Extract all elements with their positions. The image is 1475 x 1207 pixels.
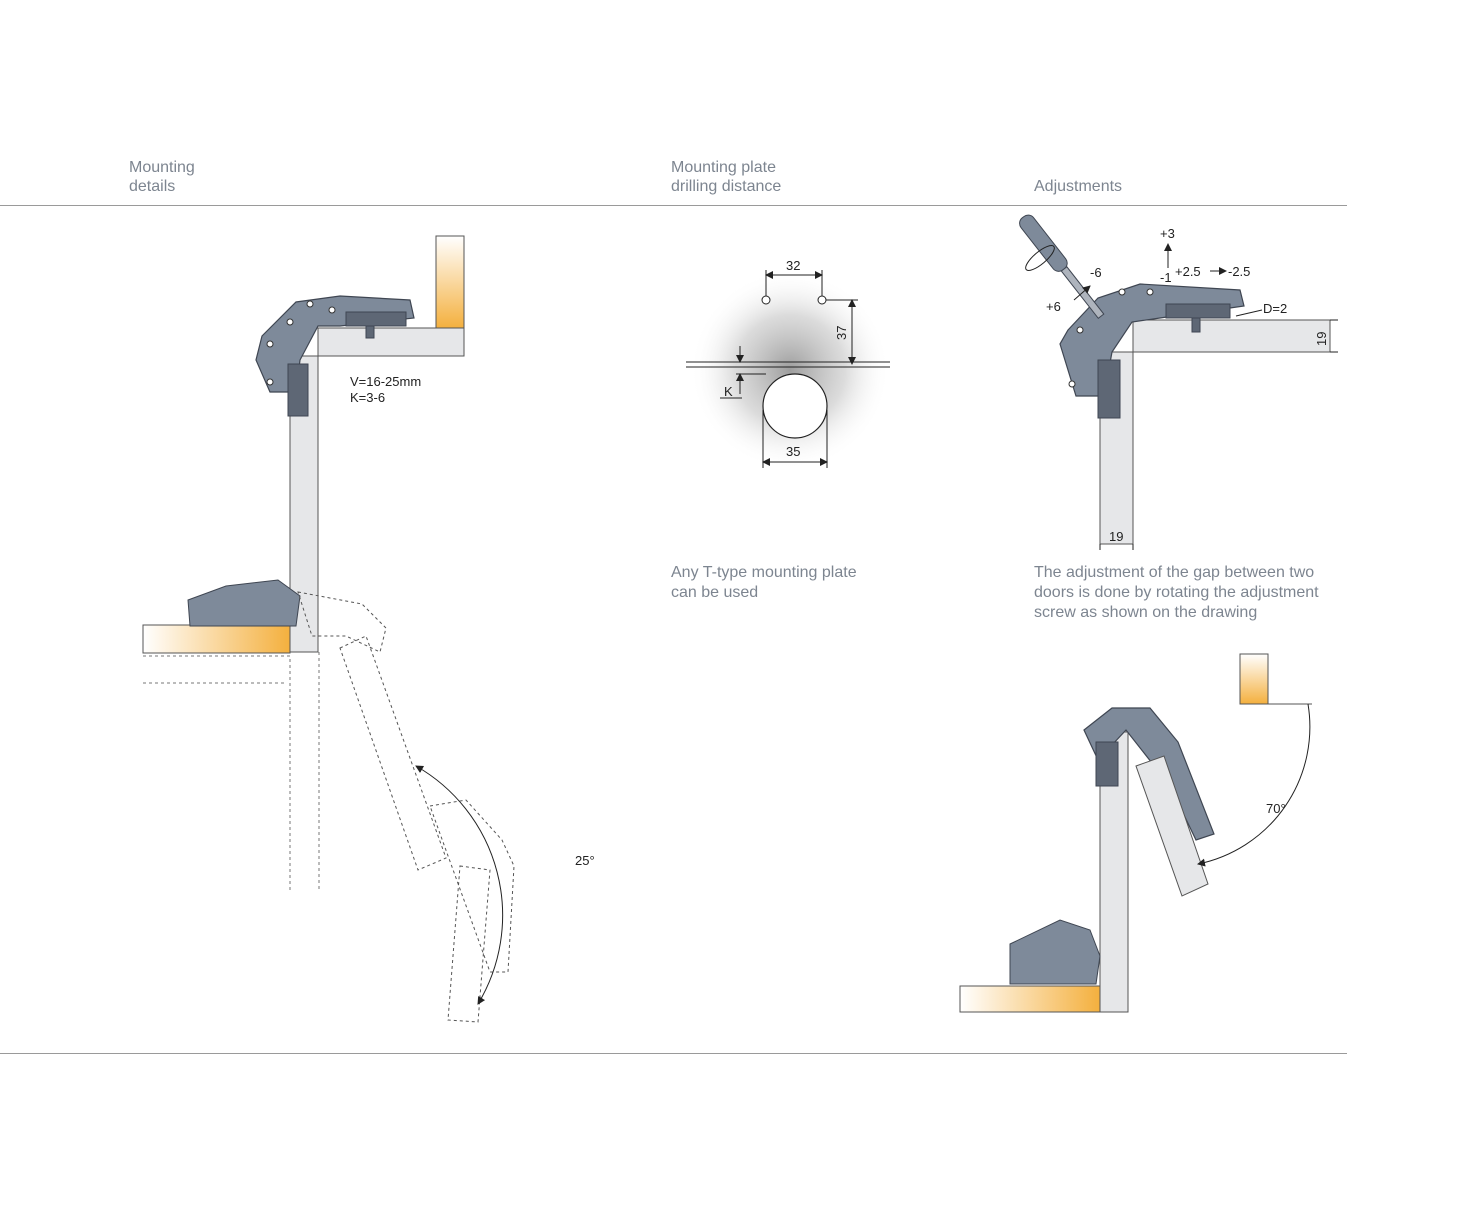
label-adj-minus6: -6 bbox=[1090, 265, 1102, 280]
adj-lower-cabinet-panel bbox=[959, 985, 1101, 1013]
header-adjustments: Adjustments bbox=[1034, 177, 1122, 196]
hinge-swung-dashed bbox=[429, 799, 515, 973]
adj-hinge-flat bbox=[1009, 919, 1101, 985]
label-d-2: D=2 bbox=[1263, 301, 1287, 316]
header-drilling-distance: Mounting plate drilling distance bbox=[671, 158, 781, 196]
adj-cabinet-panel bbox=[1132, 319, 1331, 353]
note-line: doors is done by rotating the adjustment bbox=[1034, 584, 1319, 601]
door-swung-dashed bbox=[447, 865, 491, 1023]
adj-lower-side-panel bbox=[1239, 653, 1269, 705]
note-line: Any T-type mounting plate bbox=[671, 564, 857, 581]
label-adj-plus2-5: +2.5 bbox=[1175, 264, 1201, 279]
hinge-open-flat bbox=[187, 579, 301, 627]
mounting-details-drawing: V=16-25mm K=3-6 25° bbox=[142, 235, 595, 1023]
label-angle-70: 70° bbox=[1266, 801, 1286, 816]
drill-shadow bbox=[690, 270, 890, 470]
plate-hole-right bbox=[817, 295, 827, 305]
adj-hinge-cup bbox=[1097, 359, 1121, 419]
note-adjustment: The adjustment of the gap between two do… bbox=[1034, 563, 1319, 623]
drilling-distance-drawing: 32 37 K 35 bbox=[686, 258, 890, 470]
label-overlay: V=16-25mm bbox=[350, 374, 421, 389]
hinge-cup bbox=[287, 363, 309, 417]
door-open-dashed bbox=[339, 635, 447, 871]
cabinet-top-panel bbox=[317, 327, 465, 357]
label-adj-plus3: +3 bbox=[1160, 226, 1175, 241]
note-line: screw as shown on the drawing bbox=[1034, 604, 1258, 621]
dim-35: 35 bbox=[786, 444, 800, 459]
dim-32: 32 bbox=[786, 258, 800, 273]
mounting-plate bbox=[345, 311, 407, 327]
lower-cabinet-panel bbox=[142, 624, 291, 654]
adj-door-swung bbox=[1135, 755, 1209, 897]
dim-k: K bbox=[724, 384, 733, 399]
angle-arc-70 bbox=[1197, 703, 1311, 867]
header-line: Mounting plate bbox=[671, 159, 776, 176]
header-line: Mounting bbox=[129, 159, 195, 176]
adjustments-drawing: +3 -6 +6 -1 +2.5 -2.5 D=2 19 19 70° bbox=[959, 214, 1338, 1013]
divider-top bbox=[0, 205, 1347, 206]
header-mounting-details: Mounting details bbox=[129, 158, 195, 196]
dim-19-side: 19 bbox=[1314, 332, 1329, 346]
label-adj-minus1: -1 bbox=[1160, 270, 1172, 285]
header-line: drilling distance bbox=[671, 178, 782, 195]
header-line: details bbox=[129, 178, 176, 195]
label-k-range: K=3-6 bbox=[350, 390, 385, 405]
dashed-cabinet-outline bbox=[143, 655, 291, 892]
note-line: can be used bbox=[671, 584, 759, 601]
cabinet-side-panel bbox=[435, 235, 465, 329]
note-line: The adjustment of the gap between two bbox=[1034, 564, 1315, 581]
divider-bottom bbox=[0, 1053, 1347, 1054]
plate-screw bbox=[365, 325, 375, 339]
cup-hole-circle bbox=[762, 373, 828, 439]
label-angle-25: 25° bbox=[575, 853, 595, 868]
header-line: Adjustments bbox=[1034, 178, 1123, 195]
note-mounting-plate: Any T-type mounting plate can be used bbox=[671, 563, 857, 603]
label-adj-plus6: +6 bbox=[1046, 299, 1061, 314]
label-adj-minus2-5: -2.5 bbox=[1228, 264, 1250, 279]
plate-hole-left bbox=[761, 295, 771, 305]
angle-arc-25 bbox=[415, 765, 504, 1005]
dim-37: 37 bbox=[834, 326, 849, 340]
dim-19-bottom: 19 bbox=[1109, 529, 1123, 544]
